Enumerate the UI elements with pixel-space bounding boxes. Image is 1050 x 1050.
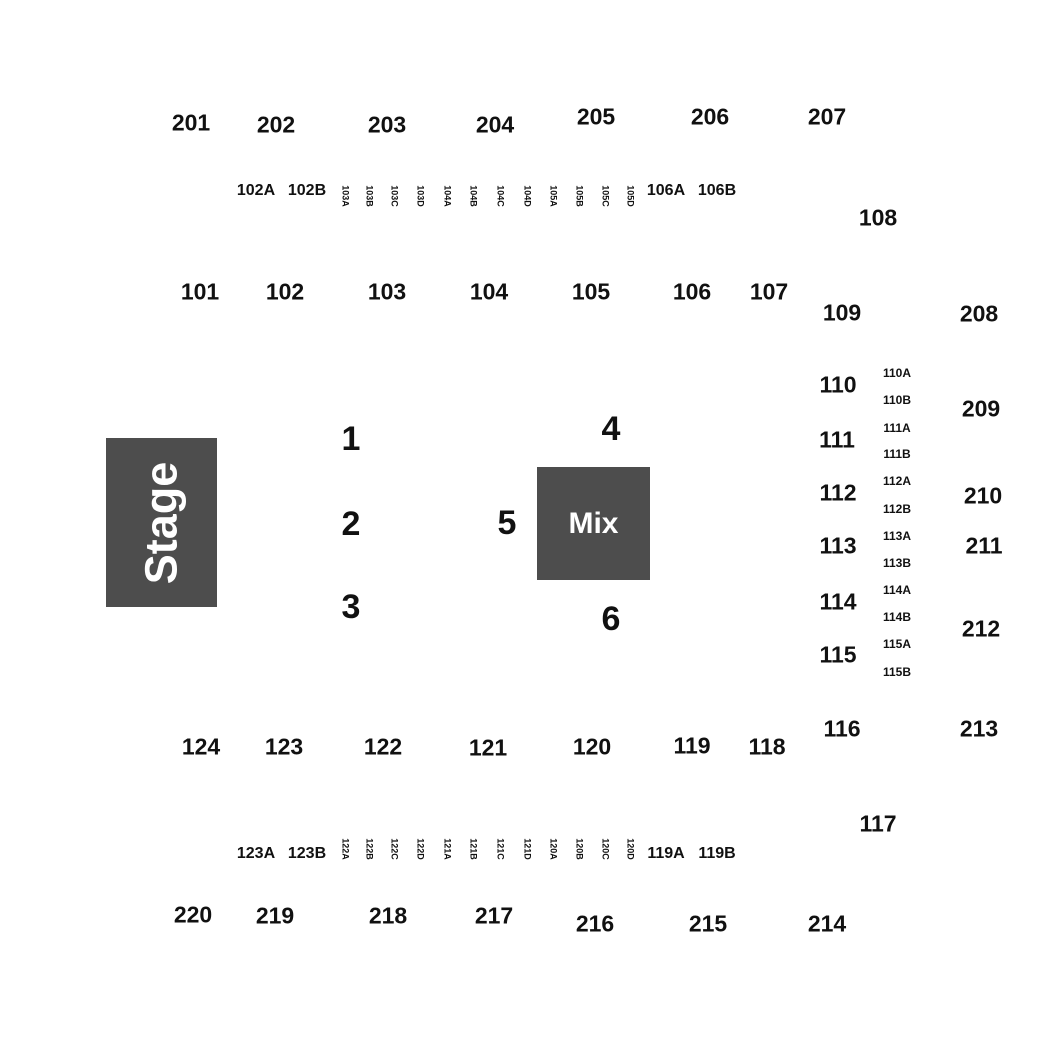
- box-122C[interactable]: 122C: [389, 838, 400, 860]
- section-216[interactable]: 216: [575, 910, 615, 937]
- section-205[interactable]: 205: [576, 103, 616, 130]
- section-207[interactable]: 207: [807, 103, 847, 130]
- floor-section-5[interactable]: 5: [497, 504, 517, 542]
- floor-section-6[interactable]: 6: [601, 600, 621, 638]
- section-118[interactable]: 118: [748, 733, 786, 760]
- section-214[interactable]: 214: [807, 910, 847, 937]
- box-102B[interactable]: 102B: [287, 182, 327, 199]
- floor-section-2[interactable]: 2: [341, 505, 361, 543]
- box-104C[interactable]: 104C: [495, 185, 506, 207]
- stage: Stage: [106, 438, 217, 607]
- section-122[interactable]: 122: [363, 733, 403, 760]
- box-122D[interactable]: 122D: [415, 838, 426, 860]
- box-105A[interactable]: 105A: [548, 185, 559, 207]
- section-201[interactable]: 201: [171, 109, 211, 136]
- box-123B[interactable]: 123B: [287, 845, 327, 862]
- section-209[interactable]: 209: [961, 395, 1001, 422]
- box-110B[interactable]: 110B: [882, 393, 912, 407]
- box-113B[interactable]: 113B: [882, 556, 912, 570]
- box-115B[interactable]: 115B: [882, 665, 912, 679]
- box-104A[interactable]: 104A: [442, 185, 453, 207]
- box-122B[interactable]: 122B: [364, 838, 375, 860]
- floor-section-1[interactable]: 1: [341, 420, 361, 458]
- box-120B[interactable]: 120B: [574, 838, 585, 860]
- box-105C[interactable]: 105C: [600, 185, 611, 207]
- box-103C[interactable]: 103C: [389, 185, 400, 207]
- box-114A[interactable]: 114A: [882, 583, 912, 597]
- box-121D[interactable]: 121D: [522, 838, 533, 860]
- box-114B[interactable]: 114B: [882, 610, 912, 624]
- box-104B[interactable]: 104B: [468, 185, 479, 207]
- box-121C[interactable]: 121C: [495, 838, 506, 860]
- box-115A[interactable]: 115A: [882, 637, 912, 651]
- mix-position: Mix: [537, 467, 650, 580]
- section-114[interactable]: 114: [819, 588, 857, 615]
- section-117[interactable]: 117: [859, 810, 897, 837]
- section-215[interactable]: 215: [688, 910, 728, 937]
- section-203[interactable]: 203: [367, 111, 407, 138]
- section-115[interactable]: 115: [819, 641, 857, 668]
- box-121B[interactable]: 121B: [468, 838, 479, 860]
- section-213[interactable]: 213: [959, 715, 999, 742]
- box-121A[interactable]: 121A: [442, 838, 453, 860]
- section-106[interactable]: 106: [672, 278, 712, 305]
- section-220[interactable]: 220: [173, 901, 213, 928]
- box-119A[interactable]: 119A: [647, 845, 685, 862]
- section-208[interactable]: 208: [959, 300, 999, 327]
- section-212[interactable]: 212: [961, 615, 1001, 642]
- box-119B[interactable]: 119B: [698, 845, 736, 862]
- section-113[interactable]: 113: [819, 532, 857, 559]
- stage-label: Stage: [135, 461, 187, 584]
- section-206[interactable]: 206: [690, 103, 730, 130]
- section-218[interactable]: 218: [368, 902, 408, 929]
- section-211[interactable]: 211: [965, 532, 1003, 559]
- box-103A[interactable]: 103A: [340, 185, 351, 207]
- section-102[interactable]: 102: [265, 278, 305, 305]
- section-124[interactable]: 124: [181, 733, 221, 760]
- section-219[interactable]: 219: [255, 902, 295, 929]
- section-121[interactable]: 121: [468, 734, 508, 761]
- section-204[interactable]: 204: [475, 111, 515, 138]
- box-122A[interactable]: 122A: [340, 838, 351, 860]
- section-103[interactable]: 103: [367, 278, 407, 305]
- box-120A[interactable]: 120A: [548, 838, 559, 860]
- box-113A[interactable]: 113A: [882, 529, 912, 543]
- section-217[interactable]: 217: [474, 902, 514, 929]
- section-202[interactable]: 202: [256, 111, 296, 138]
- box-111A[interactable]: 111A: [883, 421, 911, 435]
- box-105B[interactable]: 105B: [574, 185, 585, 207]
- section-210[interactable]: 210: [963, 482, 1003, 509]
- floor-section-4[interactable]: 4: [601, 410, 621, 448]
- box-104D[interactable]: 104D: [522, 185, 533, 207]
- section-119[interactable]: 119: [673, 732, 711, 759]
- section-107[interactable]: 107: [749, 278, 789, 305]
- box-123A[interactable]: 123A: [236, 845, 276, 862]
- section-108[interactable]: 108: [858, 204, 898, 231]
- section-101[interactable]: 101: [180, 278, 220, 305]
- box-112A[interactable]: 112A: [882, 474, 912, 488]
- box-103D[interactable]: 103D: [415, 185, 426, 207]
- box-112B[interactable]: 112B: [882, 502, 912, 516]
- box-103B[interactable]: 103B: [364, 185, 375, 207]
- section-111[interactable]: 111: [819, 426, 855, 453]
- box-102A[interactable]: 102A: [236, 182, 276, 199]
- box-111B[interactable]: 111B: [883, 447, 911, 461]
- floor-section-3[interactable]: 3: [341, 588, 361, 626]
- section-110[interactable]: 110: [819, 371, 857, 398]
- box-110A[interactable]: 110A: [882, 366, 912, 380]
- section-105[interactable]: 105: [571, 278, 611, 305]
- box-105D[interactable]: 105D: [625, 185, 636, 207]
- box-120D[interactable]: 120D: [625, 838, 636, 860]
- section-109[interactable]: 109: [822, 299, 862, 326]
- box-106B[interactable]: 106B: [697, 182, 737, 199]
- box-120C[interactable]: 120C: [600, 838, 611, 860]
- box-106A[interactable]: 106A: [646, 182, 686, 199]
- section-116[interactable]: 116: [823, 715, 861, 742]
- section-120[interactable]: 120: [572, 733, 612, 760]
- section-123[interactable]: 123: [264, 733, 304, 760]
- section-104[interactable]: 104: [469, 278, 509, 305]
- section-112[interactable]: 112: [819, 479, 857, 506]
